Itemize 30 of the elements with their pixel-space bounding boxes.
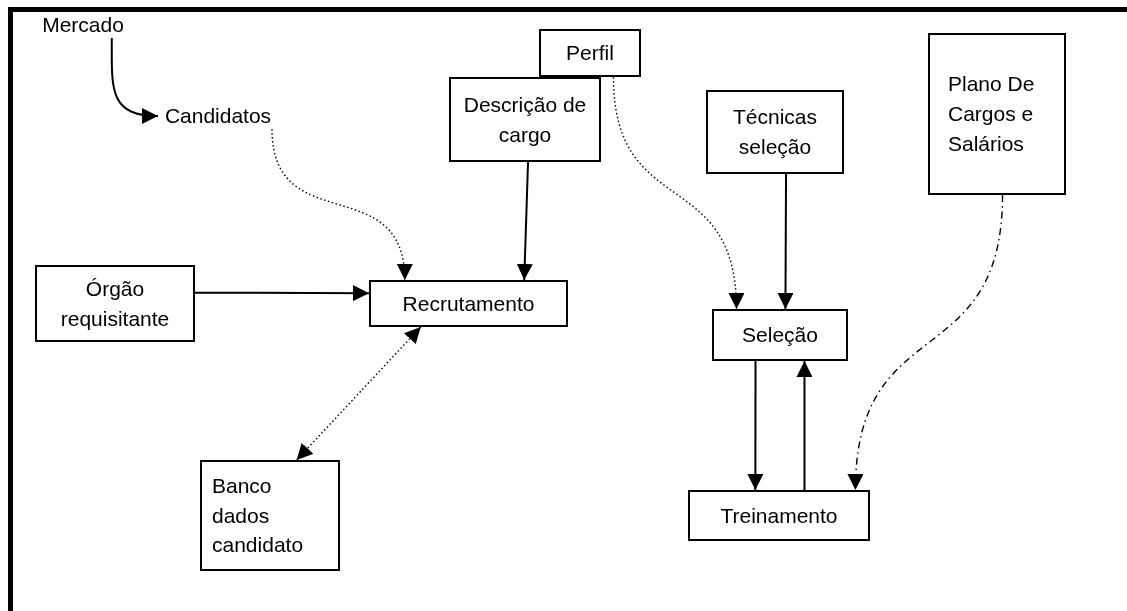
node-label: Candidatos	[164, 103, 272, 130]
process-box	[369, 280, 568, 327]
process-box	[712, 309, 848, 361]
process-box	[449, 77, 601, 162]
box-label: Seleção	[742, 322, 818, 349]
node-label: Mercado	[42, 12, 124, 39]
arrow	[777, 173, 794, 310]
arrow	[110, 37, 159, 124]
process-box	[35, 265, 195, 342]
process-box	[688, 490, 870, 541]
box-label: Treinamento	[720, 502, 838, 529]
box-label: Descrição de cargo	[462, 91, 588, 148]
box-label: Perfil	[566, 40, 614, 67]
arrow	[194, 285, 370, 302]
arrow	[747, 360, 764, 491]
box-label: Recrutamento	[402, 290, 535, 317]
arrow	[848, 194, 1004, 491]
box-label: Órgão requisitante	[59, 275, 171, 332]
box-label: Técnicas seleção	[732, 104, 818, 160]
arrow	[612, 76, 744, 310]
process-box	[539, 29, 641, 77]
process-box	[200, 460, 340, 571]
arrow	[295, 326, 422, 461]
arrow	[516, 161, 533, 281]
box-label: Banco dados candidato	[212, 472, 305, 559]
arrow	[796, 360, 813, 491]
arrow	[271, 128, 412, 281]
box-label: Plano De Cargos e Salários	[948, 71, 1036, 157]
process-box	[928, 33, 1066, 195]
process-box	[706, 90, 844, 174]
